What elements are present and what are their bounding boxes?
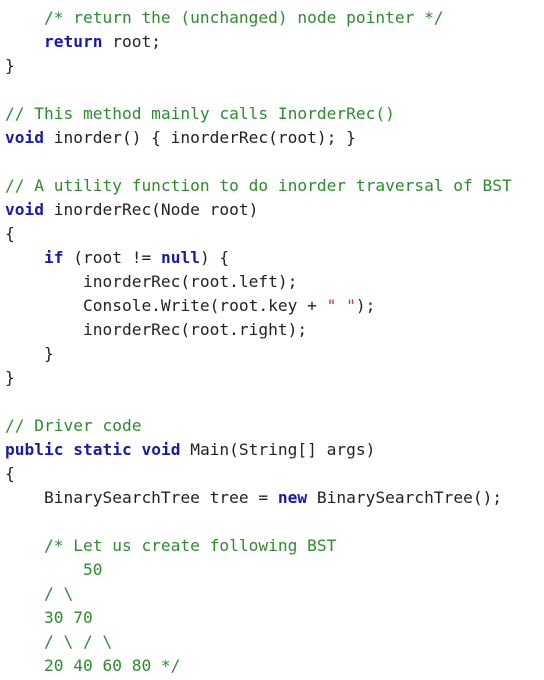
code-string: " " [326,296,356,315]
code-keyword: new [277,488,308,507]
code-text: } [5,56,15,75]
code-keyword: void [141,440,181,459]
code-comment: / \ / \ [5,632,113,651]
code-text: BinarySearchTree tree = [5,488,278,507]
code-text: root; [102,32,161,51]
code-comment: /* return the (unchanged) node pointer *… [5,8,444,27]
code-comment: 50 [5,560,103,579]
code-comment: / \ [5,584,74,603]
code-keyword: if [43,248,64,267]
code-text: ); [355,296,376,315]
code-line: } [5,366,15,390]
code-text: { [5,224,15,243]
code-line: BinarySearchTree tree = new BinarySearch… [5,486,502,510]
code-line: void inorderRec(Node root) [5,198,258,222]
code-text: inorderRec(Node root) [43,200,259,219]
code-keyword: return [43,32,103,51]
code-line: // This method mainly calls InorderRec() [5,102,395,126]
code-line: { [5,222,15,246]
code-comment: // A utility function to do inorder trav… [5,176,512,195]
code-line: /* Let us create following BST [5,534,336,558]
code-text: Console.Write(root.key + [5,296,327,315]
code-comment: // This method mainly calls InorderRec() [5,104,395,123]
code-line: // A utility function to do inorder trav… [5,174,512,198]
code-line: { [5,462,15,486]
code-text: Main(String[] args) [180,440,376,459]
code-text: BinarySearchTree(); [307,488,503,507]
code-comment: /* Let us create following BST [5,536,337,555]
code-text: inorderRec(root.right); [5,320,308,339]
code-line: 20 40 60 80 */ [5,654,180,678]
code-line: Console.Write(root.key + " "); [5,294,375,318]
code-line: if (root != null) { [5,246,229,270]
code-line: / \ / \ [5,630,112,654]
code-text [63,440,73,459]
code-text [5,32,44,51]
code-text: (root != [63,248,161,267]
code-text: { [5,464,15,483]
code-line: 50 [5,558,103,582]
code-line: void inorder() { inorderRec(root); } [5,126,356,150]
code-text: } [5,344,54,363]
code-text: } [5,368,15,387]
code-line: // Driver code [5,414,141,438]
code-line: / \ [5,582,73,606]
code-line: public static void Main(String[] args) [5,438,375,462]
code-keyword: void [5,128,44,147]
code-line: inorderRec(root.left); [5,270,297,294]
code-keyword: static [73,440,132,459]
code-text: inorderRec(root.left); [5,272,298,291]
code-keyword: public [5,440,64,459]
code-comment: 20 40 60 80 */ [5,656,181,675]
code-keyword: null [160,248,200,267]
code-line: return root; [5,30,161,54]
code-text [132,440,142,459]
code-comment: // Driver code [5,416,142,435]
code-line: 30 70 [5,606,93,630]
code-line: } [5,342,54,366]
code-line: } [5,54,15,78]
code-text: inorder() { inorderRec(root); } [43,128,356,147]
code-text: ) { [199,248,230,267]
code-comment: 30 70 [5,608,93,627]
code-line: /* return the (unchanged) node pointer *… [5,6,444,30]
code-keyword: void [5,200,44,219]
code-text [5,248,44,267]
code-line: inorderRec(root.right); [5,318,307,342]
